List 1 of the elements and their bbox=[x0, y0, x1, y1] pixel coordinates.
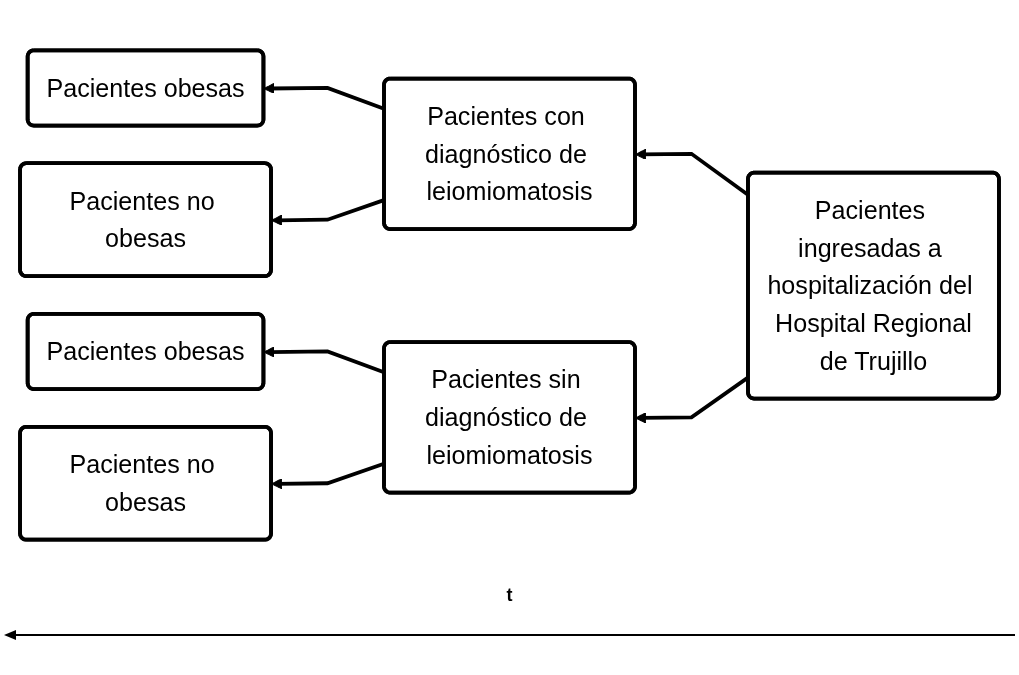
axis-label: t bbox=[506, 585, 513, 605]
